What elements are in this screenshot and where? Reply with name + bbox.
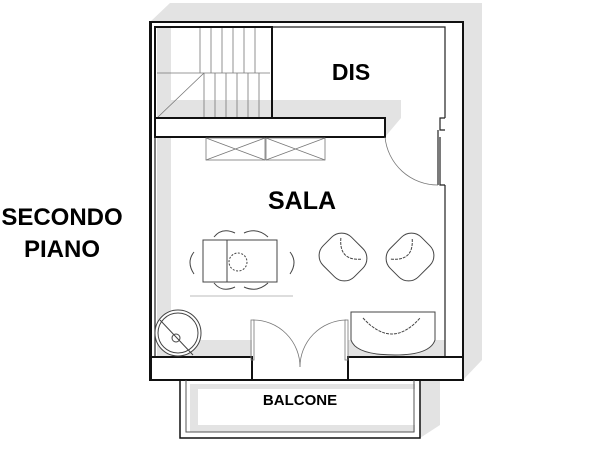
floor-label-line2: PIANO [24, 236, 100, 263]
armchair-right [385, 232, 435, 282]
door-balcone [250, 319, 349, 368]
room-label-balcone: BALCONE [263, 392, 337, 409]
room-label-sala: SALA [268, 187, 336, 215]
sofa [350, 311, 436, 356]
staircase [157, 28, 270, 118]
armchair-left [318, 232, 368, 282]
dining-table [189, 230, 295, 297]
floor-label-line1: SECONDO [1, 204, 122, 231]
balcony [179, 380, 421, 439]
round-table [154, 309, 202, 357]
room-label-dis: DIS [332, 59, 370, 85]
door-dis [384, 130, 439, 186]
wardrobe [205, 137, 326, 161]
walls [149, 21, 464, 381]
